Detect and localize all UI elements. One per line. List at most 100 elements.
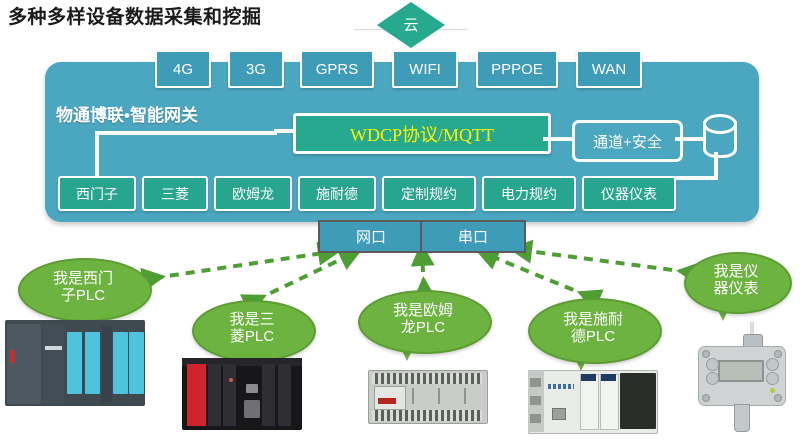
bubble-text: 我是施耐 德PLC [562,311,623,345]
port-label: 串口 [457,229,488,246]
bubble-schneider: 我是施耐 德PLC [528,298,662,371]
connector-instrument [508,239,702,286]
mitsubishi-ethernet-port [246,384,258,393]
protocol-label: 施耐德 [316,185,358,202]
instrument-sensor-probe [734,404,750,432]
protocol-label: 仪器仪表 [601,185,657,202]
line-storage-down [714,152,718,180]
protocol-omron[interactable]: 欧姆龙 [214,176,292,211]
port-label: 网口 [355,229,386,246]
instrument-power-led [770,388,775,393]
cloud-label: 云 [403,16,419,34]
channel-security-label: 通道+安全 [593,133,662,151]
schneider-io-module [600,374,619,430]
bubble-oval [684,252,792,314]
wdcp-protocol-box[interactable]: WDCP协议/MQTT [293,113,551,154]
mitsubishi-cpu-module [208,364,221,426]
bubble-siemens: 我是西门 子PLC [18,258,152,329]
schneider-module-header [581,374,596,381]
omron-expansion-slot [438,388,440,404]
port-serial[interactable]: 串口 [420,220,526,253]
instrument-screw [702,394,710,402]
connector-omron [410,242,437,301]
netbox-label: WIFI [409,60,441,78]
mitsubishi-io-module [278,364,291,426]
netbox-3g[interactable]: 3G [228,50,284,88]
schneider-led-strip [548,384,574,389]
cloud-node: 云 [354,2,468,50]
line-storage-to-instrument [668,176,718,180]
protocol-custom[interactable]: 定制规约 [382,176,476,211]
instrument-screw [702,350,710,358]
mitsubishi-top-vent [182,358,302,366]
netbox-gprs[interactable]: GPRS [300,50,374,88]
bubble-oval [528,298,662,364]
netbox-wan[interactable]: WAN [576,50,642,88]
netbox-4g[interactable]: 4G [155,50,211,88]
line-bus-down-left [95,131,99,179]
siemens-power-module [42,324,64,404]
bubble-instrument: 我是仪 器仪表 [684,252,792,321]
gateway-brand-label: 物通博联•智能网关 [56,106,198,125]
protocol-schneider[interactable]: 施耐德 [298,176,376,211]
mitsubishi-io-module [262,364,275,426]
connector-schneider [474,247,604,312]
netbox-pppoe[interactable]: PPPOE [476,50,558,88]
mitsubishi-io-module [223,364,236,426]
netbox-label: 3G [245,60,266,78]
instrument-screw [774,350,782,358]
port-ethernet[interactable]: 网口 [318,220,424,253]
siemens-io-module [67,332,82,394]
cloud-wing-right-icon [434,25,468,29]
instrument-button-up[interactable] [766,358,779,371]
siemens-status-led [10,350,15,363]
device-omron-plc [368,370,492,428]
instrument-screw [774,394,782,402]
mitsubishi-serial-port [244,400,260,418]
cylinder-top [703,114,737,134]
device-schneider-plc [528,370,662,438]
protocol-siemens[interactable]: 西门子 [58,176,136,211]
instrument-button-mode[interactable] [706,372,719,385]
siemens-io-module [85,332,100,394]
omron-expansion-slot [412,388,414,404]
bubble-mitsubishi: 我是三 菱PLC [192,300,316,369]
bubble-text: 我是三 菱PLC [229,311,275,345]
mitsubishi-status-led [229,378,233,382]
connector-siemens [140,241,342,292]
line-to-wdcp-left [274,129,296,133]
protocol-mitsubishi[interactable]: 三菱 [142,176,208,211]
connector-mitsubishi [239,248,363,317]
protocol-label: 欧姆龙 [232,185,274,202]
schneider-module-header [601,374,616,381]
omron-brand-label [378,398,396,404]
bubble-text: 我是西门 子PLC [52,270,113,304]
netbox-wifi[interactable]: WIFI [392,50,458,88]
device-mitsubishi-plc [182,358,308,438]
line-wdcp-to-channel [543,137,575,141]
cloud-wing-left-icon [354,25,388,29]
protocol-power[interactable]: 电力规约 [482,176,576,211]
channel-security-box[interactable]: 通道+安全 [572,120,683,162]
protocol-label: 三菱 [161,185,189,202]
page-title: 多种多样设备数据采集和挖掘 [8,7,262,28]
schneider-latch [530,414,541,423]
device-siemens-plc [5,320,151,412]
omron-terminal-teeth-top [372,373,482,384]
siemens-brand-plate [45,346,62,350]
device-instrument-meter [690,322,794,438]
bubble-omron: 我是欧姆 龙PLC [358,290,492,361]
schneider-comm-module [634,373,656,429]
protocol-instrument[interactable]: 仪器仪表 [582,176,676,211]
protocol-label: 西门子 [76,185,118,202]
omron-terminal-teeth-bottom [372,410,482,421]
line-channel-to-storage [675,137,705,141]
instrument-button-set[interactable] [706,358,719,371]
instrument-button-down[interactable] [766,372,779,385]
protocol-label: 定制规约 [401,185,457,202]
schneider-io-module [580,374,599,430]
netbox-label: PPPOE [491,60,543,78]
bubble-text: 我是仪 器仪表 [713,263,759,297]
siemens-io-module [113,332,128,394]
